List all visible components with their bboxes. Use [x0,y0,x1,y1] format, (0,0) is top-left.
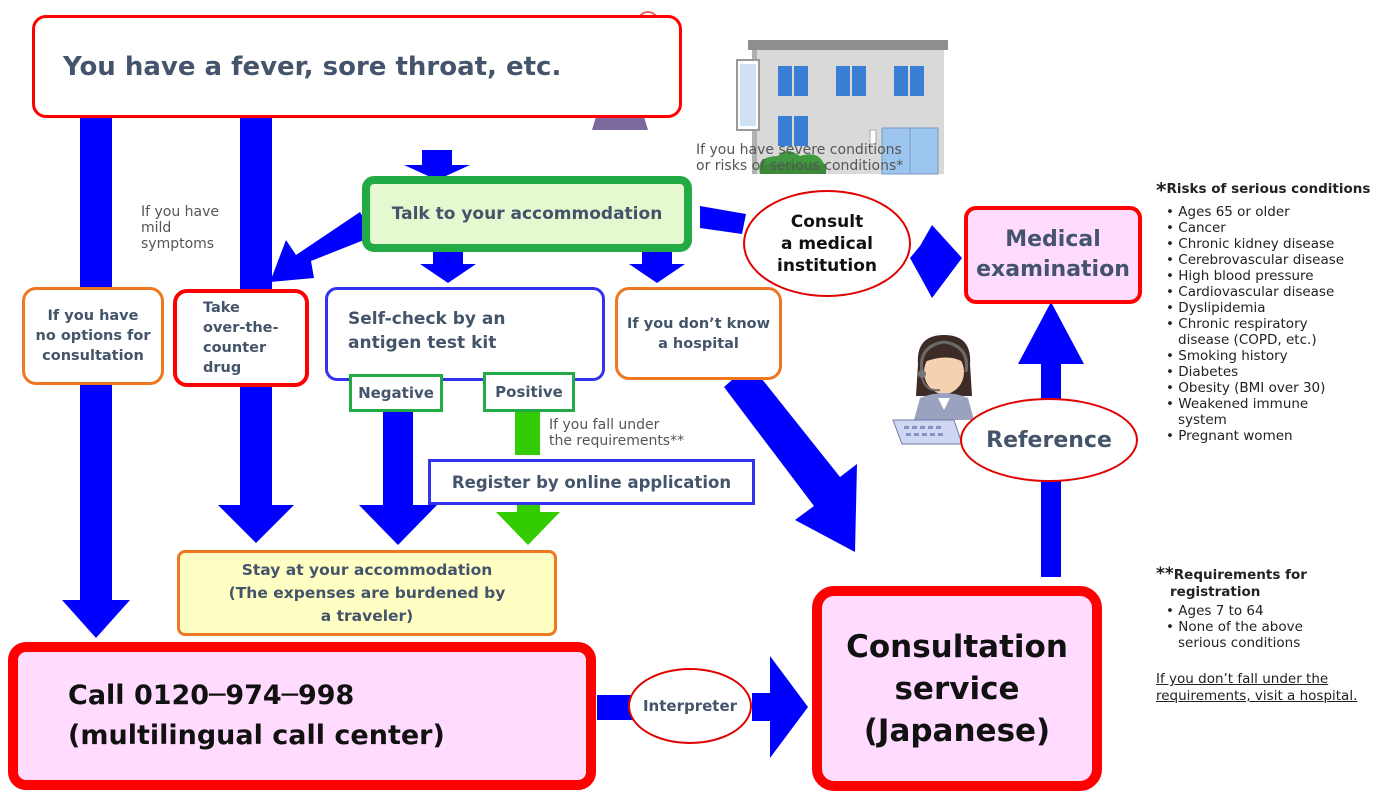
risk-item: Obesity (BMI over 30) [1156,380,1400,396]
consult-medical-institution-text: Consult a medical institution [777,211,877,276]
risk-item: Cardiovascular disease [1156,284,1400,300]
operator-headset-icon [892,335,974,445]
register-online-text: Register by online application [451,472,732,492]
risks-legend: *Risks of serious conditions Ages 65 or … [1156,178,1400,444]
positive-result-box: Positive [483,372,575,412]
arrow-negative-to-stay [359,412,437,545]
self-check-antigen-text: Self-check by an antigen test kit [348,309,506,353]
arrow-interpreter-to-consultation [752,656,808,758]
positive-result-text: Positive [495,383,563,401]
risk-item: Ages 65 or older [1156,204,1400,220]
talk-to-accommodation-text: Talk to your accommodation [391,204,663,224]
arrow-dontknow-to-consultation [724,364,857,552]
requirements-marker: ** [1156,564,1174,584]
risks-marker: * [1156,178,1167,202]
stay-accommodation-box: Stay at your accommodation (The expenses… [177,550,557,636]
otc-drug-box: Take over-the- counter drug [173,289,309,387]
risk-item: Cancer [1156,220,1400,236]
negative-result-box: Negative [349,374,443,412]
no-options-box: If you have no options for consultation [22,287,164,385]
reference-bubble: Reference [960,398,1138,482]
requirements-note: If you fall under the requirements** [549,417,685,449]
requirements-footer: If you don’t fall under the requirements… [1156,671,1358,704]
risks-title: *Risks of serious conditions [1156,178,1400,202]
arrow-positive-to-register [496,412,560,545]
mild-symptoms-note: If you have mild symptoms [141,204,220,252]
requirement-item: None of the above serious conditions [1156,619,1348,651]
otc-drug-text: Take over-the- counter drug [203,300,279,376]
arrow-accommodation-to-dontknow [629,252,685,283]
requirements-title: **Requirements for registration [1156,566,1340,601]
arrow-accommodation-to-selfcheck [420,252,476,283]
medical-examination-text: Medical examination [976,227,1130,282]
talk-to-accommodation-box: Talk to your accommodation [362,176,692,252]
interpreter-bubble: Interpreter [628,668,752,744]
clinic-building-icon [736,40,948,175]
call-center-box: Call 0120─974─998 (multilingual call cen… [8,642,596,790]
arrow-accommodation-to-otc [270,212,374,282]
arrow-fever-to-accommodation [404,150,470,180]
arrow-callcenter-to-consultation [597,695,636,720]
risk-item: Weakened immune system [1156,396,1318,428]
no-options-text: If you have no options for consultation [35,308,151,364]
consult-medical-institution-bubble: Consult a medical institution [743,190,911,297]
stay-accommodation-text: Stay at your accommodation (The expenses… [228,560,506,625]
risks-title-text: Risks of serious conditions [1166,181,1371,197]
risk-item: High blood pressure [1156,268,1400,284]
requirement-item: Ages 7 to 64 [1156,603,1400,619]
arrow-consult-to-medical [910,225,962,298]
risks-list: Ages 65 or older Cancer Chronic kidney d… [1156,204,1400,444]
call-center-text: Call 0120─974─998 (multilingual call cen… [68,680,445,751]
severe-conditions-note: If you have severe conditions or risks o… [696,142,904,174]
risk-item: Smoking history [1156,348,1400,364]
risk-item: Diabetes [1156,364,1400,380]
risk-item: Cerebrovascular disease [1156,252,1400,268]
dont-know-hospital-box: If you don’t know a hospital [615,287,782,380]
negative-result-text: Negative [358,384,434,402]
dont-know-hospital-text: If you don’t know a hospital [626,315,770,352]
reference-text: Reference [986,427,1112,453]
requirements-list: Ages 7 to 64 None of the above serious c… [1156,603,1400,651]
risk-item: Dyslipidemia [1156,300,1400,316]
risk-item: Chronic respiratory disease (COPD, etc.) [1156,316,1358,348]
consultation-service-text: Consultation service (Japanese) [846,628,1068,749]
arrow-accommodation-to-consult [700,206,746,234]
requirements-legend: **Requirements for registration Ages 7 t… [1156,566,1400,705]
requirements-title-text: Requirements for registration [1170,567,1307,600]
fever-symptom-text: You have a fever, sore throat, etc. [63,51,562,82]
fever-symptom-box: You have a fever, sore throat, etc. [32,15,682,118]
consultation-service-box: Consultation service (Japanese) [812,586,1102,791]
register-online-box: Register by online application [428,459,755,505]
risk-item: Chronic kidney disease [1156,236,1400,252]
self-check-antigen-box: Self-check by an antigen test kit [325,287,605,381]
interpreter-text: Interpreter [642,697,738,715]
medical-examination-box: Medical examination [964,206,1142,304]
risk-item: Pregnant women [1156,428,1400,444]
